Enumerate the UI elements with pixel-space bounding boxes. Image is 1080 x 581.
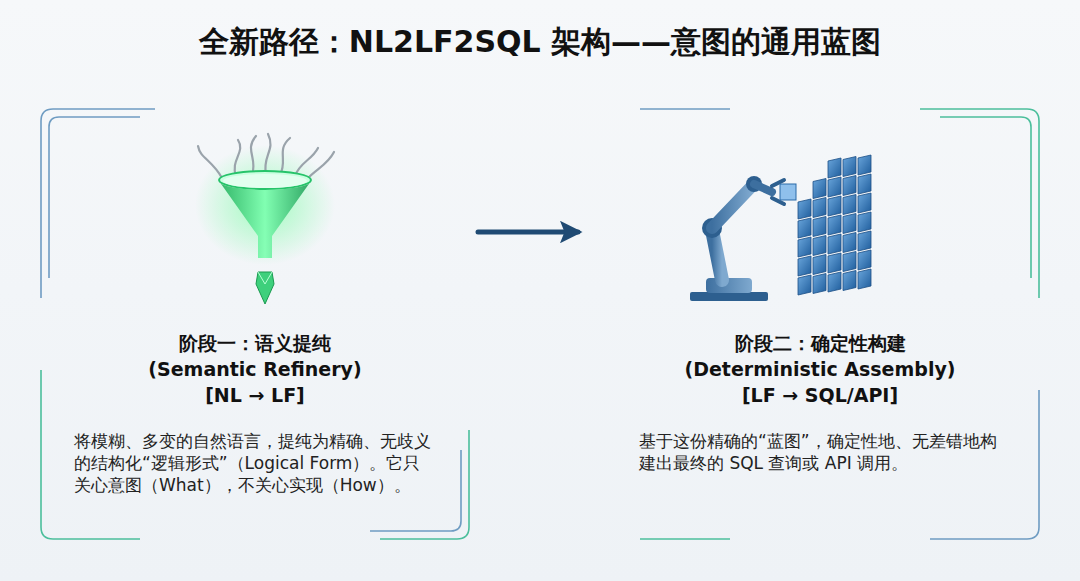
tile <box>813 236 826 256</box>
tile <box>858 231 871 251</box>
tile <box>813 198 826 218</box>
stage-description: 基于这份精确的“蓝图”，确定性地、无差错地构建出最终的 SQL 查询或 API … <box>639 430 1001 474</box>
tile <box>813 217 826 237</box>
tile <box>813 255 826 275</box>
stage-heading: [LF → SQL/API] <box>600 382 1040 408</box>
tile <box>828 272 841 292</box>
stage-panel: 阶段二：确定性构建(Deterministic Assembly)[LF → S… <box>600 108 1040 540</box>
tile <box>798 218 811 238</box>
stage-heading: [NL → LF] <box>40 382 470 408</box>
stage-description: 将模糊、多变的自然语言，提纯为精确、无歧义的结构化“逻辑形式”（Logical … <box>74 430 436 496</box>
tile <box>798 275 811 295</box>
stage-panel: 阶段一：语义提纯(Semantic Refinery)[NL → LF] 将模糊、… <box>40 108 470 540</box>
tile <box>858 250 871 270</box>
tile <box>843 195 856 215</box>
tile <box>858 269 871 289</box>
tile <box>843 157 856 177</box>
panel-corner <box>640 538 730 540</box>
panel-corner <box>49 117 140 278</box>
panel-corner <box>940 117 1031 278</box>
tile <box>813 179 826 199</box>
tile <box>813 274 826 294</box>
tile <box>828 253 841 273</box>
panel-corner <box>930 390 1039 539</box>
panel-outline <box>600 108 1040 540</box>
tile <box>798 199 811 219</box>
tile <box>843 176 856 196</box>
stage-heading: (Deterministic Assembly) <box>600 356 1040 382</box>
panel-corner <box>640 108 730 110</box>
tile <box>828 215 841 235</box>
tile <box>828 158 841 178</box>
tile <box>858 174 871 194</box>
tile <box>858 212 871 232</box>
stage-heading: 阶段一：语义提纯 <box>40 330 470 356</box>
tile <box>798 256 811 276</box>
funnel-illustration <box>195 134 335 304</box>
tile <box>843 252 856 272</box>
tile <box>798 237 811 257</box>
diagram-title: 全新路径：NL2LF2SQL 架构——意图的通用蓝图 <box>0 22 1080 63</box>
stage-heading: (Semantic Refinery) <box>40 356 470 382</box>
panel-corner <box>41 109 155 298</box>
tile <box>828 177 841 197</box>
tile <box>858 193 871 213</box>
tile <box>858 155 871 175</box>
robot-arm-illustration <box>690 155 871 301</box>
panel-corner <box>920 109 1039 298</box>
tile <box>828 196 841 216</box>
tile <box>843 214 856 234</box>
stage-heading: 阶段二：确定性构建 <box>600 330 1040 356</box>
tile <box>828 234 841 254</box>
tile <box>843 271 856 291</box>
tile <box>843 233 856 253</box>
flow-arrow <box>478 230 578 235</box>
